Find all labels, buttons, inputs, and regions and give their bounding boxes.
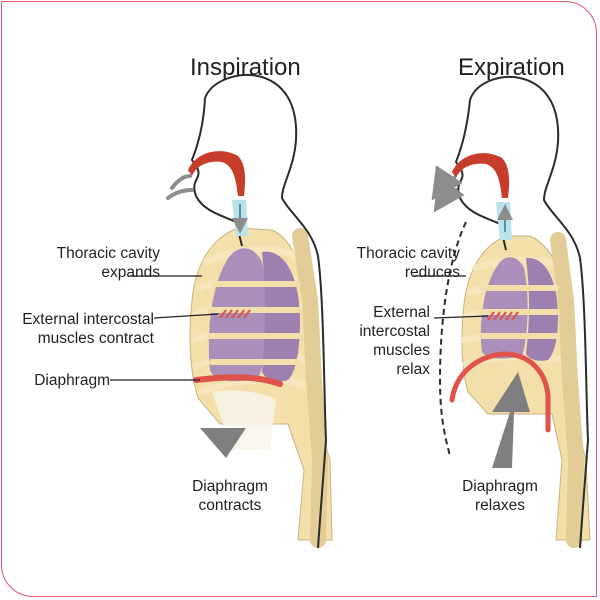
label-line: Thoracic cavity <box>356 245 460 262</box>
diaphragm-muscle <box>449 351 551 433</box>
diaphragm-down-arrow <box>200 428 246 458</box>
label-thoracic-reduces: Thoracic cavity reduces <box>330 244 460 282</box>
leader-lines <box>110 275 219 381</box>
label-line: muscles <box>373 342 430 359</box>
label-diaphragm-relaxes: Diaphragm relaxes <box>440 477 560 515</box>
exhale-arrows <box>431 165 465 213</box>
intercostal-muscles <box>219 309 251 319</box>
label-line: relax <box>396 361 430 378</box>
label-line: expands <box>101 264 160 281</box>
expiration-title: Expiration <box>458 54 565 81</box>
label-diaphragm-contracts: Diaphragm contracts <box>170 477 290 515</box>
body-outline <box>469 76 590 549</box>
intercostal-muscles <box>487 311 519 321</box>
inhale-arrows <box>166 174 194 200</box>
diaphragm-up-arrow <box>492 372 530 468</box>
label-intercostal-relax: External intercostal muscles relax <box>330 303 430 379</box>
label-line: intercostal <box>359 323 430 340</box>
label-line: relaxes <box>475 497 525 514</box>
diaphragm-muscle <box>193 374 283 387</box>
label-line: External <box>373 304 430 321</box>
airway <box>452 153 513 240</box>
label-line: External intercostal <box>22 311 154 328</box>
label-line: reduces <box>404 264 460 281</box>
reduced-cavity-outline <box>438 221 467 457</box>
lungs <box>207 248 303 382</box>
label-thoracic-expands: Thoracic cavity expands <box>4 244 160 282</box>
label-diaphragm: Diaphragm <box>0 371 110 390</box>
label-line: Diaphragm <box>462 478 538 495</box>
airway <box>188 151 248 236</box>
inspiration-figure <box>110 74 333 549</box>
label-line: Thoracic cavity <box>56 245 160 262</box>
label-intercostal-contract: External intercostal muscles contract <box>0 310 154 348</box>
leader-lines <box>412 275 489 319</box>
inspiration-title: Inspiration <box>190 54 301 81</box>
label-line: Diaphragm <box>34 372 110 389</box>
label-line: Diaphragm <box>192 478 268 495</box>
label-line: contracts <box>198 497 262 514</box>
label-line: muscles contract <box>37 330 154 347</box>
expiration-figure <box>412 76 591 549</box>
body-outline <box>204 74 328 549</box>
lungs <box>478 257 561 361</box>
